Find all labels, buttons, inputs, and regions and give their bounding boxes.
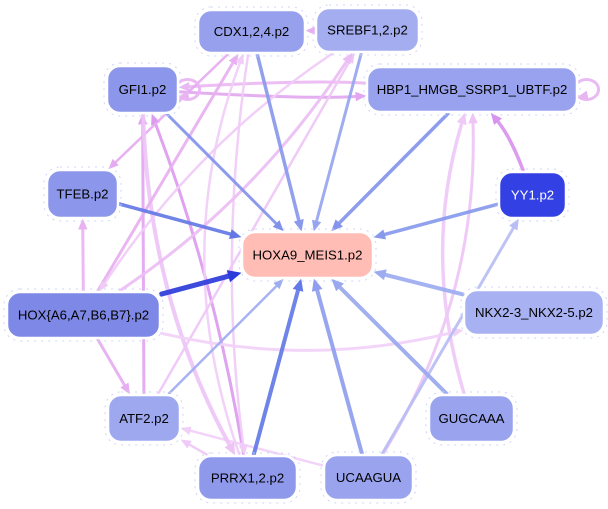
arrowhead xyxy=(99,280,109,292)
edge-hox-atf2 xyxy=(96,338,130,395)
edge-prrx-atf2 xyxy=(180,439,208,456)
arrowhead xyxy=(305,25,317,36)
arrowhead xyxy=(355,91,367,102)
node-tfeb[interactable]: TFEB.p2 xyxy=(43,166,122,222)
arrowhead xyxy=(331,219,343,232)
edge-layer xyxy=(78,25,601,467)
edge-hox-tfeb xyxy=(78,218,88,292)
node-shape xyxy=(497,170,568,220)
arrowhead xyxy=(272,220,284,232)
node-shape xyxy=(314,6,421,54)
arrowhead xyxy=(120,382,130,395)
node-outer-outline xyxy=(312,4,423,56)
node-outer-outline xyxy=(103,62,182,117)
node-prrx[interactable]: PRRX1,2.p2 xyxy=(194,452,301,504)
node-srebf[interactable]: SREBF1,2.p2 xyxy=(312,4,423,56)
arrowhead xyxy=(577,90,589,100)
node-atf2[interactable]: ATF2.p2 xyxy=(104,391,184,446)
edge-yy1-hbp1 xyxy=(490,112,525,173)
arrowhead xyxy=(178,90,190,100)
self-loop-hbp1 xyxy=(576,78,601,101)
node-gugcaaa[interactable]: GUGCAAA xyxy=(425,391,518,446)
edge-gugcaaa-hoxa9 xyxy=(331,278,449,396)
arrowhead xyxy=(342,52,353,65)
node-shape xyxy=(106,393,182,444)
self-loop-gfi1 xyxy=(177,78,202,101)
node-outer-outline xyxy=(460,286,608,339)
edge-hox-hoxa9 xyxy=(159,270,242,297)
edge-ucaagua-yy1 xyxy=(380,218,519,455)
edge-gfi1-prrx xyxy=(141,112,236,456)
node-ucaagua[interactable]: UCAAGUA xyxy=(320,451,417,504)
edge-prrx-hoxa9 xyxy=(251,278,304,457)
arrowhead xyxy=(180,439,192,449)
node-shape xyxy=(196,454,299,502)
arrowhead xyxy=(468,112,478,124)
node-outer-outline xyxy=(3,288,164,342)
edge-hox-cdx xyxy=(96,53,239,292)
node-shape xyxy=(105,64,180,115)
arrowhead xyxy=(108,158,119,170)
edge-gfi1-hoxa9 xyxy=(165,113,284,232)
node-outer-outline xyxy=(194,452,301,504)
node-hbp1[interactable]: HBP1_HMGB_SSRP1_UBTF.p2 xyxy=(363,63,581,116)
arrowhead xyxy=(490,112,502,125)
edge-yy1-hoxa9 xyxy=(373,202,500,240)
edge-tfeb-hoxa9 xyxy=(117,202,242,240)
arrowhead xyxy=(373,229,387,240)
arrowhead xyxy=(180,426,192,435)
arrowhead xyxy=(509,218,519,231)
edge-hox-srebf xyxy=(118,52,353,292)
arrowhead xyxy=(292,278,304,292)
arrowhead xyxy=(238,444,248,456)
arrowhead xyxy=(293,219,304,232)
node-cdx[interactable]: CDX1,2,4.p2 xyxy=(194,6,309,57)
node-outer-outline xyxy=(363,63,581,116)
node-outer-outline xyxy=(43,166,122,222)
edge-srebf-hoxa9 xyxy=(311,52,363,232)
node-hox[interactable]: HOX{A6,A7,B6,B7}.p2 xyxy=(3,288,164,342)
edge-atf2-hoxa9 xyxy=(167,278,284,395)
arrowhead xyxy=(456,112,467,126)
node-shape xyxy=(5,290,162,340)
arrowhead xyxy=(224,442,236,456)
edge-ucaagua-hoxa9 xyxy=(311,278,364,456)
arrowhead xyxy=(228,53,239,66)
arrowhead xyxy=(373,269,387,281)
node-nkx2[interactable]: NKX2-3_NKX2-5.p2 xyxy=(460,286,608,339)
node-shape xyxy=(45,168,120,220)
edge-cdx-prrx xyxy=(230,53,250,456)
node-hoxa9[interactable]: HOXA9_MEIS1.p2 xyxy=(238,228,377,282)
arrowhead xyxy=(311,219,322,232)
node-outer-outline xyxy=(104,391,184,446)
edge-hox-nkx2 xyxy=(160,327,464,352)
node-shape xyxy=(240,230,375,280)
node-yy1[interactable]: YY1.p2 xyxy=(495,168,570,222)
node-shape xyxy=(427,393,516,444)
node-shape xyxy=(196,8,307,55)
arrowhead xyxy=(228,229,242,240)
node-gfi1[interactable]: GFI1.p2 xyxy=(103,62,182,117)
arrowhead xyxy=(331,278,344,292)
edge-cdx-hoxa9 xyxy=(255,52,304,232)
edge-prrx-cdx xyxy=(203,53,244,456)
arrowhead xyxy=(78,218,88,230)
edge-gfi1-hbp1 xyxy=(178,90,367,102)
edge-hbp1-hoxa9 xyxy=(331,111,450,232)
arrowhead xyxy=(235,53,244,65)
node-outer-outline xyxy=(425,391,518,446)
arrowhead xyxy=(178,81,190,92)
node-shape xyxy=(365,65,579,114)
node-shape xyxy=(462,288,606,337)
edge-nkx2-hoxa9 xyxy=(373,269,465,297)
arrowhead xyxy=(311,278,323,292)
node-shape xyxy=(322,453,415,502)
edge-gugcaaa-hbp1 xyxy=(440,112,467,396)
arrowhead xyxy=(226,270,242,283)
